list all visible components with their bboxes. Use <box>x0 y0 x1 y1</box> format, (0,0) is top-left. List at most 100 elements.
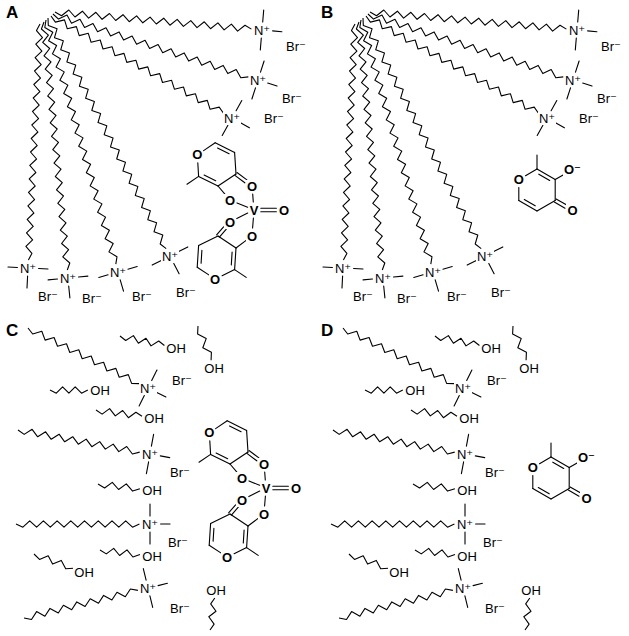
bromide-ion: Br⁻ <box>169 466 191 479</box>
bond-line <box>222 125 228 135</box>
bond-line <box>179 247 188 252</box>
alkyl-chain <box>341 24 358 260</box>
ammonium-nitrogen: N⁺ <box>538 112 556 125</box>
bond-line <box>263 10 264 22</box>
bromide-ion: Br⁻ <box>484 466 506 479</box>
bond-line <box>538 488 549 494</box>
alkyl-chain <box>435 336 479 346</box>
ammonium-nitrogen: N⁺ <box>334 262 352 275</box>
ammonium-nitrogen: N⁺ <box>568 24 586 37</box>
bond-line <box>216 453 228 459</box>
bromide-ion: Br⁻ <box>484 602 506 615</box>
alkyl-chain <box>26 24 43 260</box>
bond-line <box>533 489 551 500</box>
bond-line <box>237 213 248 219</box>
hydroxyl-group: OH <box>203 362 225 375</box>
ammonium-nitrogen: N⁺ <box>424 266 442 279</box>
bond-line <box>524 200 535 206</box>
alkyl-chain <box>366 16 539 113</box>
bromide-ion: Br⁻ <box>578 112 600 125</box>
bond-line <box>39 268 48 270</box>
bond-line <box>473 583 482 585</box>
bond-line <box>197 246 198 268</box>
bond-line <box>247 548 259 556</box>
panel-letter: B <box>320 4 334 21</box>
alkyl-chain <box>16 521 139 527</box>
bond-line <box>264 472 266 480</box>
alkyl-chain <box>45 20 117 264</box>
bond-line <box>237 203 248 207</box>
bond-line <box>158 583 167 585</box>
bond-line <box>354 268 363 270</box>
bond-line <box>588 30 597 32</box>
bond-line <box>556 199 567 205</box>
bond-line <box>551 489 569 500</box>
bond-line <box>363 278 372 280</box>
oxygen-anion: O⁻ <box>577 451 596 464</box>
bond-line <box>174 263 179 273</box>
bond-line <box>215 143 234 153</box>
bond-line <box>555 180 556 201</box>
bond-line <box>211 514 230 524</box>
bond-line <box>216 421 228 429</box>
bond-line <box>464 504 465 516</box>
bond-line <box>218 148 230 154</box>
ammonium-nitrogen: N⁺ <box>141 448 159 461</box>
bond-line <box>187 176 199 184</box>
bond-line <box>230 426 242 432</box>
bond-line <box>247 526 248 548</box>
bond-line <box>465 596 468 608</box>
bromide-ion: Br⁻ <box>285 40 307 53</box>
bond-line <box>261 211 277 212</box>
bromide-ion: Br⁻ <box>81 292 103 305</box>
bond-line <box>467 370 472 380</box>
bond-line <box>539 174 550 180</box>
bond-line <box>209 545 221 553</box>
bond-line <box>157 392 166 397</box>
bond-line <box>476 523 485 524</box>
bond-line <box>537 125 543 135</box>
bond-line <box>222 270 235 276</box>
bond-line <box>151 434 153 446</box>
ring-oxygen: O <box>221 551 233 564</box>
hydroxyl-group: OH <box>456 484 478 497</box>
hydroxyl-group: OH <box>205 584 227 597</box>
alkyl-chain <box>333 429 455 454</box>
alkyl-chain <box>24 589 138 620</box>
alkyl-chain <box>349 554 388 569</box>
bond-line <box>264 496 266 506</box>
hydroxyl-group: OH <box>73 566 95 579</box>
bond-line <box>146 462 148 474</box>
ring-oxygen: O <box>527 461 539 474</box>
alkyl-chain <box>100 548 140 557</box>
bromide-ion: Br⁻ <box>396 292 418 305</box>
bond-line <box>241 123 250 128</box>
bond-line <box>494 247 503 252</box>
alkyl-chain <box>356 22 384 270</box>
bond-line <box>199 176 218 186</box>
bond-line <box>160 456 169 458</box>
bond-line <box>213 528 215 541</box>
hydroxyl-group: OH <box>388 566 410 579</box>
alkyl-chain <box>53 14 248 78</box>
alkyl-chain <box>513 326 527 360</box>
alkyl-chain <box>331 521 454 527</box>
bond-line <box>143 569 146 581</box>
bond-line <box>149 532 150 544</box>
bond-line <box>236 101 242 111</box>
hydroxyl-group: OH <box>143 412 165 425</box>
bond-line <box>578 10 579 22</box>
bond-line <box>489 263 494 273</box>
ammonium-nitrogen: N⁺ <box>456 448 474 461</box>
bond-line <box>150 596 153 608</box>
alkyl-chain <box>41 22 69 270</box>
oxygen-anion: O⁻ <box>563 163 582 176</box>
bond-line <box>540 457 552 464</box>
panel-letter: D <box>320 322 334 339</box>
bond-line <box>128 267 137 270</box>
hydroxyl-group: OH <box>404 384 426 397</box>
bond-line <box>247 430 248 452</box>
bond-line <box>219 229 226 237</box>
